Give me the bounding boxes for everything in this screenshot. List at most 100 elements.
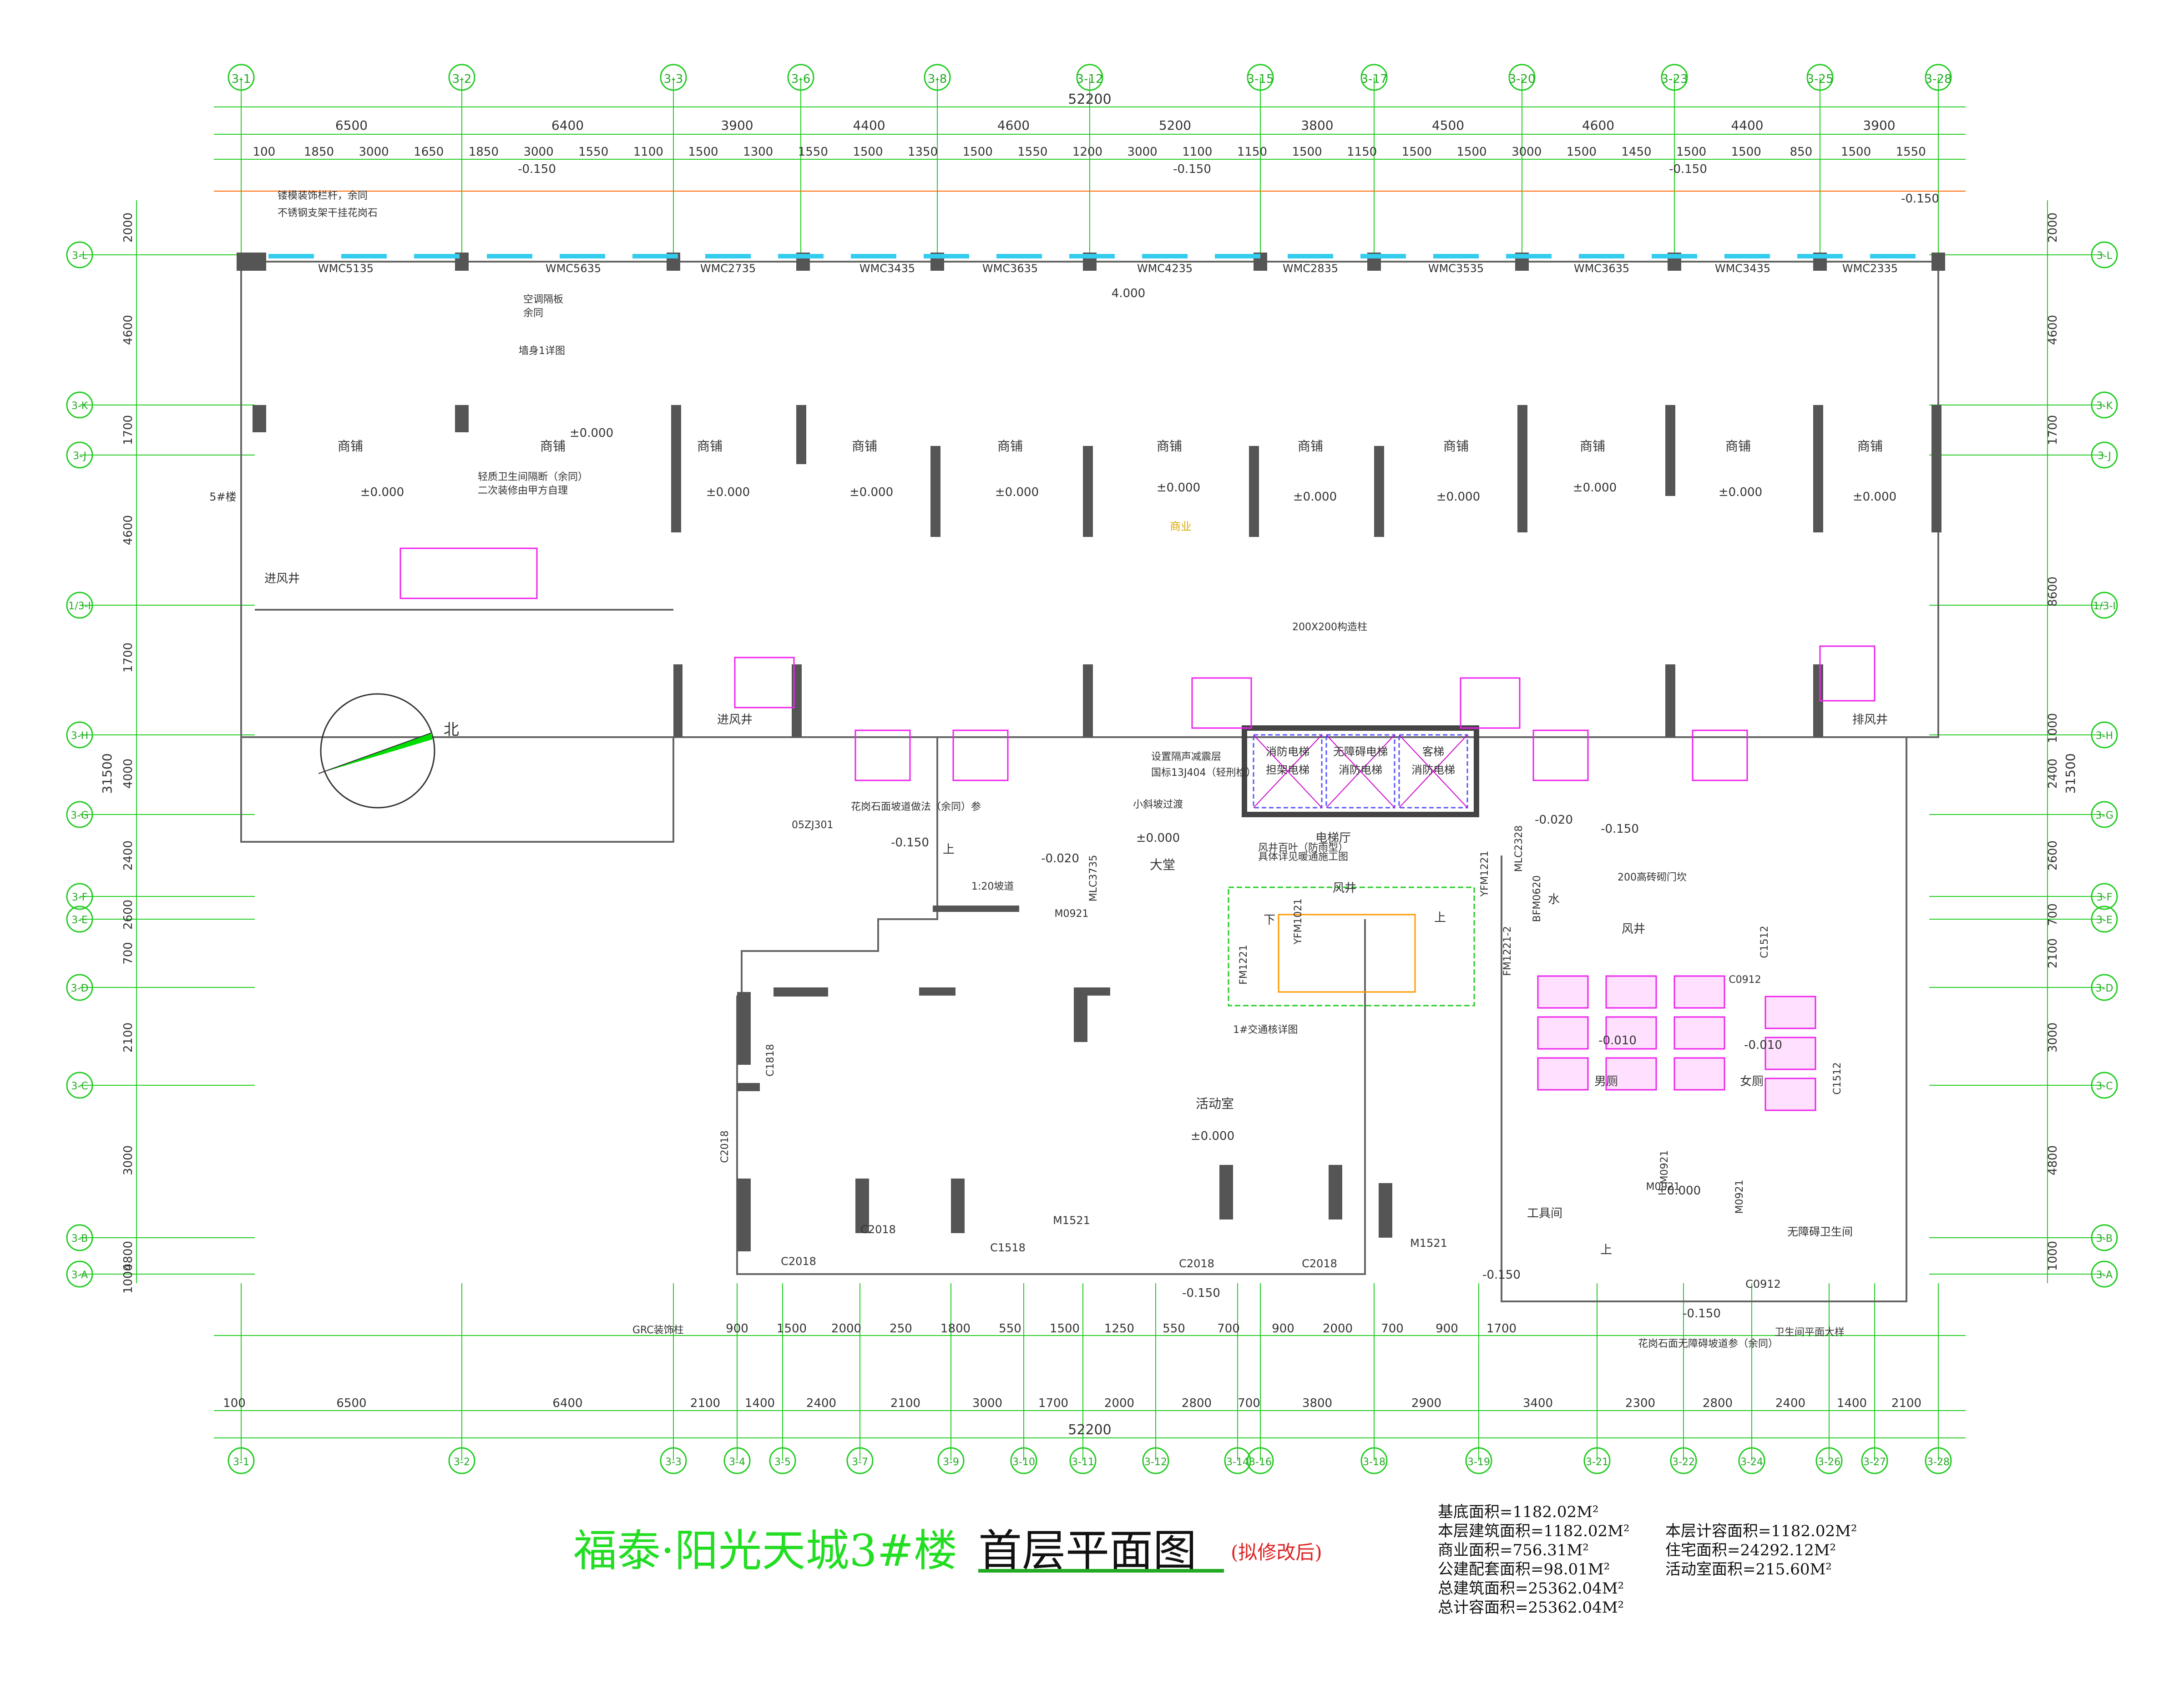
dim-bottom2: 3000 bbox=[972, 1397, 1002, 1410]
toilet-stall bbox=[1532, 729, 1589, 781]
dim-left: 4600 bbox=[121, 515, 135, 545]
grid-bubble-left bbox=[66, 1260, 93, 1288]
grid-label-bottom: 3-22 bbox=[1672, 1457, 1695, 1468]
room-label-shop: 商铺 bbox=[540, 439, 566, 454]
label-passenger-elevator: 客梯 bbox=[1422, 745, 1444, 758]
toilet-stall bbox=[952, 729, 1009, 781]
grid-bubble-right bbox=[2091, 1224, 2118, 1251]
elevation-zero: ±0.000 bbox=[1191, 1129, 1234, 1143]
dim-bottom2: 1400 bbox=[745, 1397, 775, 1410]
grid-label-bottom: 3-18 bbox=[1363, 1457, 1385, 1468]
dim-left: 2400 bbox=[121, 840, 135, 870]
grid-bubble-bottom bbox=[723, 1447, 751, 1474]
elevation-minus150: -0.150 bbox=[1173, 162, 1211, 176]
elevation-plus4: 4.000 bbox=[1112, 287, 1145, 300]
dim-top2: 1500 bbox=[963, 145, 993, 159]
grid-label-top: 3-8 bbox=[928, 72, 947, 86]
toilet-stall bbox=[1819, 645, 1876, 702]
window-strip bbox=[778, 254, 824, 258]
drawing-note: 卫生间平面大样 bbox=[1774, 1327, 1845, 1338]
window-tag-top: WMC2835 bbox=[1283, 262, 1338, 275]
dim-top1: 4400 bbox=[1731, 118, 1763, 133]
grid-label-bottom: 3-21 bbox=[1586, 1457, 1608, 1468]
room-label-female-wc: 女厕 bbox=[1740, 1075, 1764, 1088]
window-strip bbox=[1652, 254, 1697, 258]
wall-column bbox=[1074, 987, 1110, 996]
dim-right: 8600 bbox=[2046, 577, 2060, 607]
wc-stall bbox=[1537, 975, 1589, 1009]
dim-bottom1: 1700 bbox=[1486, 1322, 1517, 1336]
elevation-zero: ±0.000 bbox=[995, 486, 1039, 499]
elevator-core bbox=[1228, 725, 1479, 1007]
grid-label-top: 3-17 bbox=[1360, 72, 1387, 86]
grid-bubble-left bbox=[66, 801, 93, 828]
dim-top2: 1500 bbox=[1841, 145, 1871, 159]
room-label-shop: 商铺 bbox=[1857, 439, 1883, 454]
drawing-note: 200X200构造柱 bbox=[1292, 622, 1367, 633]
dim-top2: 1500 bbox=[1402, 145, 1432, 159]
dim-left: 700 bbox=[121, 942, 135, 965]
grid-label-bottom: 3-2 bbox=[454, 1457, 470, 1468]
dim-top2: 3000 bbox=[1127, 145, 1158, 159]
dim-top2: 1200 bbox=[1072, 145, 1102, 159]
dim-left: 2100 bbox=[121, 1022, 135, 1052]
dim-bottom1: 700 bbox=[1217, 1322, 1240, 1336]
window-strip bbox=[705, 254, 751, 258]
dim-bottom1: 2000 bbox=[831, 1322, 861, 1336]
grid-label-right: 3-F bbox=[2097, 892, 2113, 903]
dim-right: 1000 bbox=[2046, 713, 2060, 743]
grid-bubble-top bbox=[228, 64, 255, 91]
grid-bubble-right bbox=[2091, 1260, 2118, 1288]
dim-bottom2: 2800 bbox=[1703, 1397, 1733, 1410]
grid-label-left: 3-G bbox=[71, 810, 89, 821]
door-tag: YFM1221 bbox=[1479, 850, 1491, 897]
dim-top2: 1500 bbox=[1292, 145, 1322, 159]
wall-column bbox=[671, 405, 681, 532]
label-stretcher-elevator: 担架电梯 bbox=[1266, 764, 1309, 776]
dim-bottom2: 2300 bbox=[1625, 1397, 1655, 1410]
grid-label-right: 3-H bbox=[2096, 730, 2113, 742]
dim-left: 1700 bbox=[121, 643, 135, 673]
grid-label-bottom: 3-24 bbox=[1740, 1457, 1763, 1468]
dim-bottom1: 900 bbox=[1436, 1322, 1458, 1336]
toilet-stall bbox=[1692, 729, 1748, 781]
grid-label-bottom: 3-7 bbox=[852, 1457, 868, 1468]
grid-label-top: 3-2 bbox=[452, 72, 471, 86]
wall-column bbox=[933, 906, 1019, 912]
grid-bubble-top bbox=[1806, 64, 1834, 91]
grid-bubble-left bbox=[66, 1072, 93, 1099]
wc-stall bbox=[1764, 996, 1816, 1029]
toilet-fixtures bbox=[399, 547, 1876, 1111]
grid-label-left: 1/3-I bbox=[68, 601, 91, 612]
dim-total-bottom: 52200 bbox=[1068, 1422, 1111, 1438]
grid-label-top: 3-25 bbox=[1806, 72, 1833, 86]
area-floor-counted: 本层计容面积=1182.02M² bbox=[1665, 1522, 1857, 1540]
wall-column bbox=[1813, 405, 1823, 532]
dim-bottom2: 6400 bbox=[552, 1397, 582, 1410]
grid-bubble-top bbox=[1360, 64, 1388, 91]
elevation-minus20-2: -0.020 bbox=[1535, 813, 1573, 827]
grid-label-left: 3-A bbox=[71, 1270, 88, 1281]
dim-bottom2: 2400 bbox=[1775, 1397, 1805, 1410]
dim-right-total: 31500 bbox=[2063, 753, 2078, 794]
grid-label-bottom: 3-3 bbox=[665, 1457, 682, 1468]
grid-label-top: 3-15 bbox=[1247, 72, 1274, 86]
drawing-note: 墙身1详图 bbox=[519, 345, 565, 357]
project-title: 福泰·阳光天城3#楼 bbox=[573, 1525, 958, 1576]
grid-bubble-bottom bbox=[937, 1447, 965, 1474]
wall-column bbox=[1931, 405, 1941, 532]
room-label-fan-in-2: 进风井 bbox=[717, 713, 753, 727]
grid-label-right: 3-E bbox=[2096, 915, 2113, 926]
dim-top1: 3900 bbox=[721, 118, 753, 133]
dim-top2: 1500 bbox=[1456, 145, 1486, 159]
dim-top2: 1850 bbox=[469, 145, 499, 159]
grid-label-bottom: 3-10 bbox=[1012, 1457, 1035, 1468]
grid-bubble-top bbox=[1247, 64, 1274, 91]
window-strip bbox=[1433, 254, 1479, 258]
dim-bottom2: 3400 bbox=[1523, 1397, 1553, 1410]
room-label-lobby: 大堂 bbox=[1150, 857, 1175, 872]
window-strip bbox=[268, 254, 314, 258]
wall-column bbox=[1665, 664, 1675, 737]
wc-stall bbox=[1605, 975, 1657, 1009]
dim-right: 2600 bbox=[2046, 840, 2060, 870]
